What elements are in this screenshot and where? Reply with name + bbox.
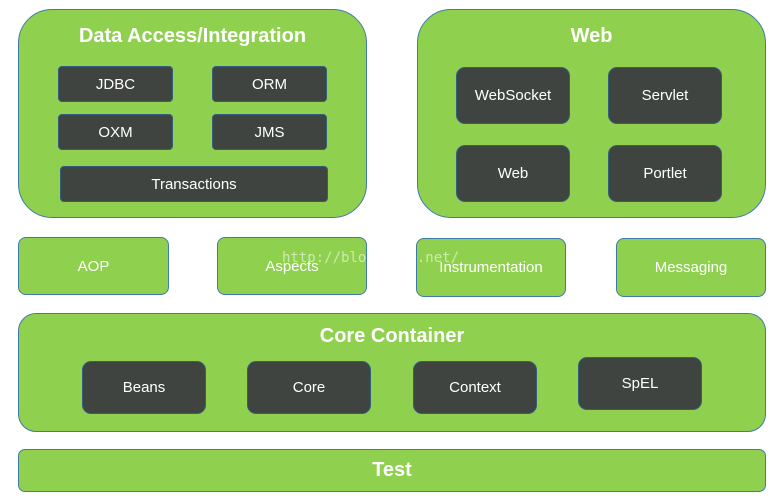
module-spel: SpEL: [578, 357, 702, 410]
test-panel: Test: [18, 449, 766, 492]
module-core: Core: [247, 361, 371, 414]
web-title: Web: [570, 25, 613, 47]
module-servlet: Servlet: [608, 67, 722, 124]
module-aop: AOP: [18, 237, 169, 295]
module-portlet: Portlet: [608, 145, 722, 202]
data-access-title: Data Access/Integration: [78, 25, 307, 47]
module-transactions: Transactions: [60, 166, 328, 202]
module-jdbc: JDBC: [58, 66, 173, 102]
core-container-title: Core Container: [319, 325, 465, 347]
module-orm: ORM: [212, 66, 327, 102]
module-context: Context: [413, 361, 537, 414]
module-web: Web: [456, 145, 570, 202]
module-aspects: Aspects: [217, 237, 367, 295]
module-jms: JMS: [212, 114, 327, 150]
module-beans: Beans: [82, 361, 206, 414]
module-messaging: Messaging: [616, 238, 766, 297]
module-instrumentation: Instrumentation: [416, 238, 566, 297]
test-title: Test: [372, 459, 412, 481]
module-websocket: WebSocket: [456, 67, 570, 124]
module-oxm: OXM: [58, 114, 173, 150]
